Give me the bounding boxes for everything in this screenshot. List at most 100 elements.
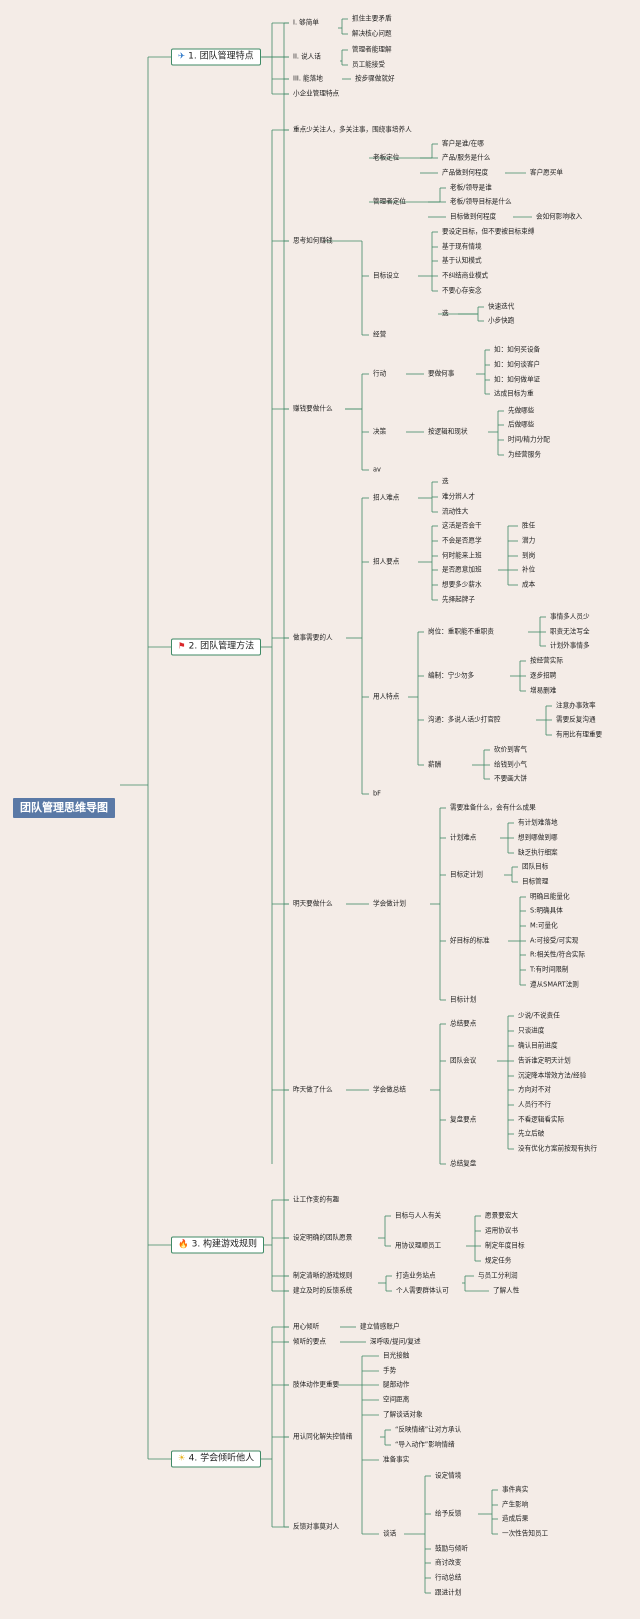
topic-node[interactable]: 目光接触 xyxy=(383,1351,410,1360)
topic-node[interactable]: 成本 xyxy=(522,580,536,589)
topic-node[interactable]: 先择起牌子 xyxy=(442,595,475,604)
topic-node[interactable]: 没有优化方案前按现有执行 xyxy=(518,1144,598,1153)
topic-node[interactable]: 客户愿买单 xyxy=(530,168,563,177)
topic-node[interactable]: 设定情境 xyxy=(435,1471,462,1480)
topic-node[interactable]: 愿景要宏大 xyxy=(485,1211,518,1220)
topic-node[interactable]: III. 能落地 xyxy=(293,74,323,83)
topic-node[interactable]: 砍价到客气 xyxy=(494,745,527,754)
topic-node[interactable]: 用人特点 xyxy=(373,692,400,701)
topic-node[interactable]: av xyxy=(373,465,381,474)
topic-node[interactable]: 编制：宁少勿多 xyxy=(428,671,475,680)
topic-node[interactable]: 遵从SMART法则 xyxy=(530,980,579,989)
topic-node[interactable]: 不要心存妄念 xyxy=(442,286,482,295)
topic-node[interactable]: 倾听的要点 xyxy=(293,1337,326,1346)
topic-node[interactable]: 薪酬 xyxy=(428,760,442,769)
topic-node[interactable]: 思考如何赚钱 xyxy=(293,236,333,245)
topic-node[interactable]: 客户是谁/在哪 xyxy=(442,139,484,148)
root-node[interactable]: 团队管理思维导图 xyxy=(13,798,115,818)
topic-node[interactable]: 个人需要群体认可 xyxy=(396,1286,449,1295)
topic-node[interactable]: 不纠结商业模式 xyxy=(442,271,489,280)
topic-node[interactable]: 运用协议书 xyxy=(485,1226,518,1235)
topic-node[interactable]: 事件真实 xyxy=(502,1485,529,1494)
topic-node[interactable]: 好目标的标准 xyxy=(450,936,490,945)
topic-node[interactable]: 不会是否愿学 xyxy=(442,536,482,545)
topic-node[interactable]: 先立后破 xyxy=(518,1129,545,1138)
topic-node[interactable]: R:相关性/符合实际 xyxy=(530,950,585,959)
topic-node[interactable]: “反映情绪”让对方承认 xyxy=(395,1425,462,1434)
topic-node[interactable]: 如：如何做单证 xyxy=(494,375,541,384)
topic-node[interactable]: 了解人性 xyxy=(493,1286,520,1295)
topic-node[interactable]: 给钱到小气 xyxy=(494,760,527,769)
topic-node[interactable]: 深呼吸/提问/复述 xyxy=(370,1337,421,1346)
topic-node[interactable]: 后做哪些 xyxy=(508,420,535,429)
topic-node[interactable]: 按经营实际 xyxy=(530,656,563,665)
topic-node[interactable]: 这活是否会干 xyxy=(442,521,482,530)
topic-node[interactable]: 告诉谁定明天计划 xyxy=(518,1056,571,1065)
topic-node[interactable]: 注意办事效率 xyxy=(556,701,596,710)
topic-node[interactable]: 潜力 xyxy=(522,536,536,545)
topic-node[interactable]: 谈话 xyxy=(383,1529,397,1538)
topic-node[interactable]: 招人要点 xyxy=(373,557,400,566)
topic-node[interactable]: 老板/领导是谁 xyxy=(450,183,492,192)
topic-node[interactable]: 决策 xyxy=(373,427,387,436)
topic-node[interactable]: 规定任务 xyxy=(485,1256,512,1265)
topic-node[interactable]: 昨天做了什么 xyxy=(293,1085,333,1094)
topic-node[interactable]: 确认目前进度 xyxy=(518,1041,558,1050)
topic-node[interactable]: 补位 xyxy=(522,565,536,574)
topic-node[interactable]: 总结复盘 xyxy=(450,1159,477,1168)
topic-node[interactable]: 总结要点 xyxy=(450,1019,477,1028)
topic-node[interactable]: 流动性大 xyxy=(442,507,469,516)
topic-node[interactable]: 会如何影响收入 xyxy=(536,212,583,221)
topic-node[interactable]: “导入动作”影响情绪 xyxy=(395,1440,455,1449)
topic-node[interactable]: 经营 xyxy=(373,330,387,339)
topic-node[interactable]: 目标定计划 xyxy=(450,870,483,879)
topic-node[interactable]: 空间距离 xyxy=(383,1395,410,1404)
topic-node[interactable]: 行动总结 xyxy=(435,1573,462,1582)
topic-node[interactable]: 目标计划 xyxy=(450,995,477,1004)
topic-node[interactable]: 基于认知模式 xyxy=(442,256,482,265)
topic-node[interactable]: 明确且能量化 xyxy=(530,892,570,901)
topic-node[interactable]: 造成后果 xyxy=(502,1514,529,1523)
topic-node[interactable]: 产品做到何程度 xyxy=(442,168,489,177)
topic-node[interactable]: 只谈进度 xyxy=(518,1026,545,1035)
topic-node[interactable]: 不要画大饼 xyxy=(494,774,527,783)
topic-node[interactable]: 了解谈话对象 xyxy=(383,1410,423,1419)
topic-node[interactable]: 何时能来上班 xyxy=(442,551,482,560)
topic-node[interactable]: 学会做总结 xyxy=(373,1085,406,1094)
topic-node[interactable]: 到岗 xyxy=(522,551,536,560)
topic-node[interactable]: 目标管理 xyxy=(522,877,549,886)
topic-node[interactable]: 事情多人员少 xyxy=(550,612,590,621)
topic-node[interactable]: 鼓励与倾听 xyxy=(435,1544,468,1553)
topic-node[interactable]: 招人难点 xyxy=(373,493,400,502)
topic-node[interactable]: 用认同化解失控情绪 xyxy=(293,1432,353,1441)
topic-node[interactable]: 反馈对事莫对人 xyxy=(293,1522,340,1531)
topic-node[interactable]: 目标做到何程度 xyxy=(450,212,497,221)
topic-node[interactable]: 商讨改变 xyxy=(435,1558,462,1567)
topic-node[interactable]: 有计划难落地 xyxy=(518,818,558,827)
branch-2-node[interactable]: ⚑2. 团队管理方法 xyxy=(171,638,262,656)
topic-node[interactable]: 准备事实 xyxy=(383,1455,410,1464)
topic-node[interactable]: 增易删难 xyxy=(530,686,557,695)
topic-node[interactable]: 逐步招聘 xyxy=(530,671,557,680)
topic-node[interactable]: 沉淀降本增效方法/经验 xyxy=(518,1071,587,1080)
topic-node[interactable]: 按逻辑和现状 xyxy=(428,427,468,436)
topic-node[interactable]: 用心倾听 xyxy=(293,1322,320,1331)
topic-node[interactable]: 有用比有理重要 xyxy=(556,730,603,739)
topic-node[interactable]: 达成目标为重 xyxy=(494,389,534,398)
topic-node[interactable]: 快速迭代 xyxy=(488,302,515,311)
topic-node[interactable]: A:可接受/可实现 xyxy=(530,936,579,945)
topic-node[interactable]: 目标设立 xyxy=(373,271,400,280)
topic-node[interactable]: 建立情感账户 xyxy=(360,1322,400,1331)
topic-node[interactable]: 方向对不对 xyxy=(518,1085,551,1094)
topic-node[interactable]: 按步骤做就好 xyxy=(355,74,395,83)
topic-node[interactable]: 要做何事 xyxy=(428,369,455,378)
topic-node[interactable]: 团队会议 xyxy=(450,1056,477,1065)
topic-node[interactable]: 少说/不说责任 xyxy=(518,1011,560,1020)
topic-node[interactable]: 胜任 xyxy=(522,521,536,530)
topic-node[interactable]: 团队目标 xyxy=(522,862,549,871)
topic-node[interactable]: 老板定位 xyxy=(373,153,400,162)
topic-node[interactable]: 学会做计划 xyxy=(373,899,406,908)
topic-node[interactable]: 抓住主要矛盾 xyxy=(352,14,392,23)
topic-node[interactable]: 明天要做什么 xyxy=(293,899,333,908)
topic-node[interactable]: 不看逻辑看实际 xyxy=(518,1115,565,1124)
